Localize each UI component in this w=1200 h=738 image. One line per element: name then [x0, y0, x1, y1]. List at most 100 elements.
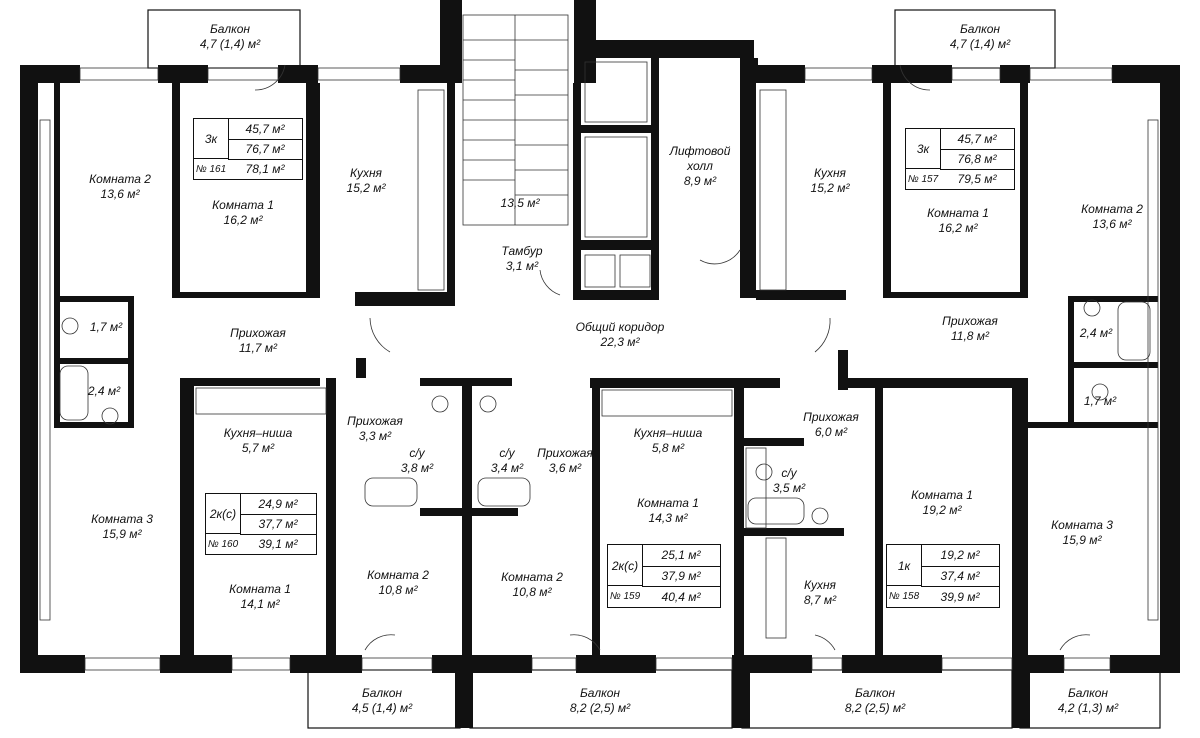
kitchen-right-label: Кухня 15,2 м²: [800, 166, 860, 196]
room-name: Балкон: [361, 686, 403, 700]
area-living: 24,9 м²: [240, 494, 316, 515]
apartment-info-160: 2к(с) 24,9 м² 37,7 м² 39,1 м² № 160: [205, 493, 317, 555]
room-name: Комната 1: [229, 582, 291, 596]
kitchen-niche-159-label: Кухня–ниша 5,8 м²: [628, 426, 708, 456]
bath-right-label: 2,4 м²: [1076, 326, 1116, 341]
room2-160-label: Комната 2 10,8 м²: [358, 568, 438, 598]
apartment-number: № 160: [206, 533, 240, 554]
room-area: 15,9 м²: [102, 527, 142, 541]
room-area: 1,7 м²: [1083, 394, 1117, 408]
kitchen-niche-160-label: Кухня–ниша 5,7 м²: [218, 426, 298, 456]
apartment-kind: 3к: [906, 129, 941, 170]
room-name: Прихожая: [537, 446, 593, 460]
apartment-areas: 25,1 м² 37,9 м² 40,4 м²: [642, 545, 720, 607]
room-area: 2,4 м²: [87, 384, 121, 398]
room-name: Общий коридор: [575, 320, 665, 334]
room-area: 4,5 (1,4) м²: [351, 701, 413, 715]
room-area: 8,2 (2,5) м²: [569, 701, 631, 715]
area-total: 76,7 м²: [228, 139, 302, 160]
room-name: Комната 1: [911, 488, 973, 502]
room-name: Комната 2: [89, 172, 151, 186]
room-name: Комната 1: [927, 206, 989, 220]
kitchen-counters: [195, 89, 787, 639]
apartment-kind: 3к: [194, 119, 229, 160]
balcony-bottom-4-label: Балкон 4,2 (1,3) м²: [1048, 686, 1128, 716]
area-living: 25,1 м²: [642, 545, 720, 567]
su-158-label: с/у 3,5 м²: [764, 466, 814, 496]
room-area: 15,9 м²: [1062, 533, 1102, 547]
room-area: 19,2 м²: [922, 503, 962, 517]
room-name: с/у: [499, 446, 515, 460]
room-area: 3,1 м²: [505, 259, 539, 273]
room-name: Кухня–ниша: [633, 426, 703, 440]
room-area: 11,7 м²: [238, 341, 278, 355]
room2-left-label: Комната 2 13,6 м²: [80, 172, 160, 202]
room1-160-label: Комната 1 14,1 м²: [220, 582, 300, 612]
room2-right-label: Комната 2 13,6 м²: [1072, 202, 1152, 232]
vestibule-label: Тамбур 3,1 м²: [492, 244, 552, 274]
room-area: 5,7 м²: [241, 441, 275, 455]
stair-label: 13,5 м²: [490, 196, 550, 211]
room-area: 5,8 м²: [651, 441, 685, 455]
room-name: Прихожая: [347, 414, 403, 428]
room-area: 6,0 м²: [814, 425, 848, 439]
apartment-number: № 159: [608, 585, 642, 607]
room-area: 2,4 м²: [1079, 326, 1113, 340]
room-name: с/у: [409, 446, 425, 460]
exterior-walls: [20, 0, 1180, 728]
room3-left-label: Комната 3 15,9 м²: [82, 512, 162, 542]
apartment-info-161: 3к 45,7 м² 76,7 м² 78,1 м² № 161: [193, 118, 303, 180]
area-total: 37,4 м²: [921, 566, 999, 588]
room3-right-label: Комната 3 15,9 м²: [1042, 518, 1122, 548]
hall-160-label: Прихожая 3,3 м²: [340, 414, 410, 444]
bath-left-label: 2,4 м²: [84, 384, 124, 399]
room-area: 16,2 м²: [938, 221, 978, 235]
room-area: 3,3 м²: [358, 429, 392, 443]
apartment-areas: 45,7 м² 76,8 м² 79,5 м²: [940, 129, 1014, 189]
area-with-balcony: 78,1 м²: [245, 161, 285, 176]
apartment-info-159: 2к(с) 25,1 м² 37,9 м² 40,4 м² № 159: [607, 544, 721, 608]
room-area: 4,7 (1,4) м²: [199, 37, 261, 51]
room-name: Кухня: [814, 166, 846, 180]
su-159-label: с/у 3,4 м²: [482, 446, 532, 476]
apartment-number: № 157: [906, 168, 940, 189]
room-name: Комната 2: [501, 570, 563, 584]
area-with-balcony: 79,5 м²: [957, 171, 997, 186]
room-area: 13,6 м²: [100, 187, 140, 201]
apartment-kind: 1к: [887, 545, 922, 588]
room-area: 8,9 м²: [683, 174, 717, 188]
room-area: 10,8 м²: [378, 583, 418, 597]
room-area: 13,5 м²: [500, 196, 540, 210]
hall-158-label: Прихожая 6,0 м²: [796, 410, 866, 440]
room-area: 8,7 м²: [803, 593, 837, 607]
apartment-number: № 158: [887, 585, 921, 607]
room-area: 14,1 м²: [240, 597, 280, 611]
room-area: 3,4 м²: [490, 461, 524, 475]
room1-158-label: Комната 1 19,2 м²: [902, 488, 982, 518]
interior-walls: [54, 0, 1158, 670]
room-area: 4,2 (1,3) м²: [1057, 701, 1119, 715]
apartment-areas: 24,9 м² 37,7 м² 39,1 м²: [240, 494, 316, 554]
room-area: 11,8 м²: [950, 329, 990, 343]
room-name: Кухня: [350, 166, 382, 180]
room1-159-label: Комната 1 14,3 м²: [628, 496, 708, 526]
room-area: 3,6 м²: [548, 461, 582, 475]
area-with-balcony: 40,4 м²: [661, 589, 701, 604]
wc-right-label: 1,7 м²: [1080, 394, 1120, 409]
room-area: 8,2 (2,5) м²: [844, 701, 906, 715]
area-with-balcony: 39,9 м²: [940, 589, 980, 604]
area-total: 37,9 м²: [642, 566, 720, 588]
apartment-areas: 45,7 м² 76,7 м² 78,1 м²: [228, 119, 302, 179]
room-name: Комната 2: [367, 568, 429, 582]
room-area: 15,2 м²: [346, 181, 386, 195]
door-swings: [254, 64, 1091, 651]
room-area: 15,2 м²: [810, 181, 850, 195]
room-name: Комната 1: [212, 198, 274, 212]
apartment-kind-text: 2к(с): [611, 558, 639, 573]
room-name: Прихожая: [803, 410, 859, 424]
room-area: 4,7 (1,4) м²: [949, 37, 1011, 51]
balcony-top-right-label: Балкон 4,7 (1,4) м²: [940, 22, 1020, 52]
room-name: Балкон: [579, 686, 621, 700]
area-living: 45,7 м²: [940, 129, 1014, 150]
room-area: 16,2 м²: [223, 213, 263, 227]
